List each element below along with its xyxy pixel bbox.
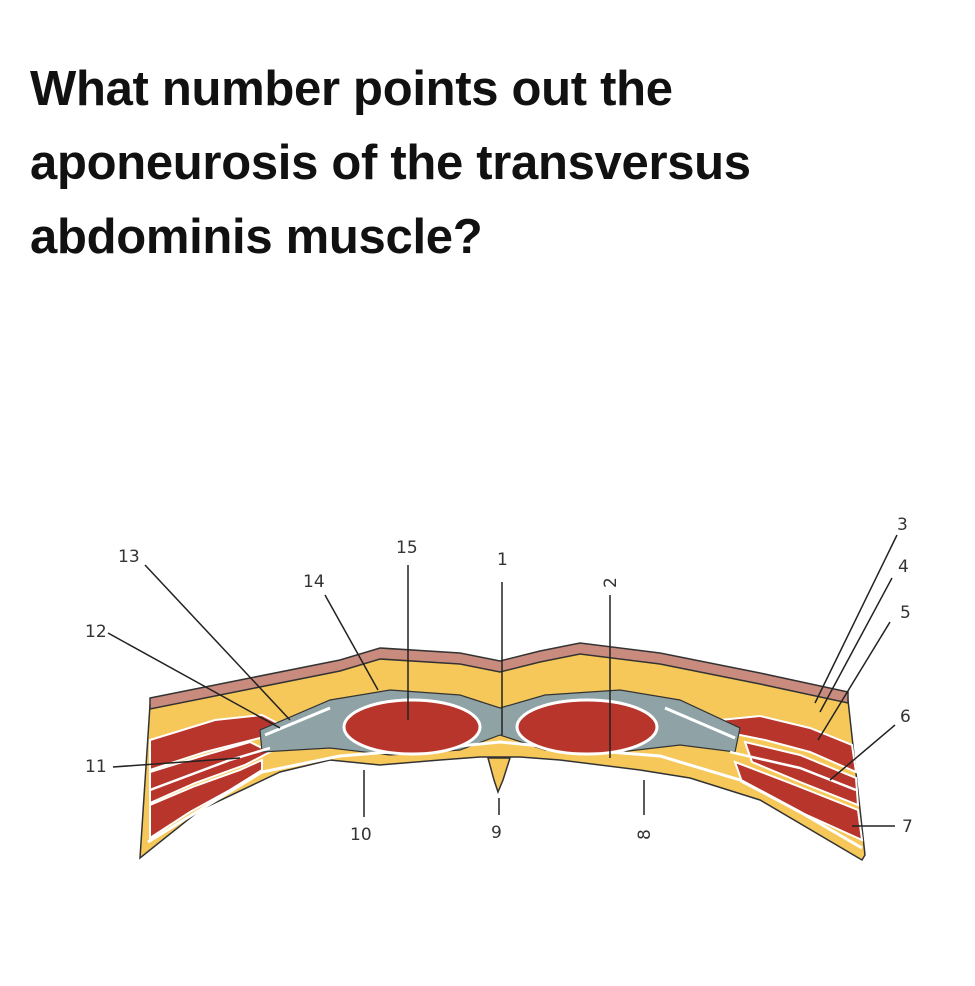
question-line-2: aponeurosis of the transversus (30, 136, 751, 190)
label-10: 10 (350, 825, 372, 845)
label-5: 5 (900, 603, 911, 623)
leader-line-14 (324, 594, 379, 691)
leader-line-4 (819, 577, 893, 713)
aponeurosis-line-lower (147, 740, 863, 850)
label-14: 14 (303, 572, 325, 592)
skin-layer (149, 642, 849, 710)
leader-line-11 (112, 757, 241, 768)
label-15: 15 (396, 538, 418, 558)
leader-line-5 (817, 621, 891, 741)
leader-line-3 (814, 534, 898, 704)
question-line-3: abdominis muscle? (30, 210, 483, 264)
left-rectus-abdominis-muscle (342, 698, 482, 756)
label-4: 4 (898, 557, 909, 577)
right-internal-oblique-muscle (743, 740, 860, 807)
right-external-oblique-muscle (718, 714, 858, 774)
label-13: 13 (118, 547, 140, 567)
label-8: 8 (635, 829, 655, 840)
label-7: 7 (902, 817, 913, 837)
aponeurosis-line-upper (264, 706, 736, 740)
aponeurosis-line-mid (149, 746, 857, 792)
left-transversus-abdominis-muscle (149, 758, 263, 840)
question-line-1: What number points out the (30, 62, 673, 116)
label-12: 12 (85, 622, 107, 642)
label-2: 2 (601, 577, 621, 588)
leader-line-12 (107, 632, 281, 729)
label-3: 3 (897, 515, 908, 535)
right-rectus-abdominis-muscle (515, 698, 659, 756)
question-text: What number points out the aponeurosis o… (30, 52, 930, 274)
linea-alba-notch (487, 757, 512, 795)
leader-line-13 (144, 564, 291, 721)
label-9: 9 (491, 823, 502, 843)
label-1: 1 (497, 550, 508, 570)
label-6: 6 (900, 707, 911, 727)
label-11: 11 (85, 757, 107, 777)
leader-line-6 (829, 724, 896, 781)
